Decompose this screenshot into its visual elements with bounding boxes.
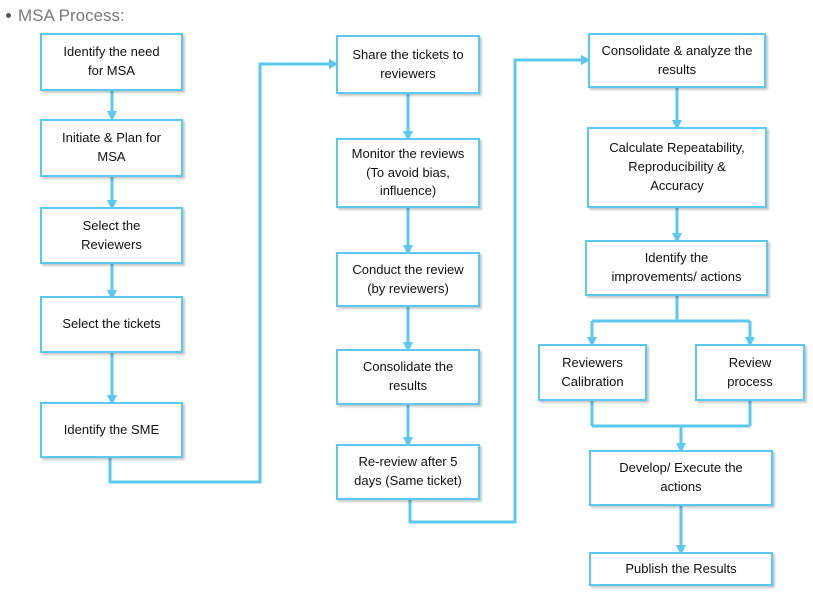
step-label: Identify the SME [63, 421, 160, 437]
step-label: Publish the Results [625, 560, 737, 576]
connector [108, 59, 339, 484]
step-identify-sme: Identify the SME [40, 402, 183, 458]
step-monitor-reviews: Monitor the reviews(To avoid bias,influe… [336, 138, 480, 208]
heading: MSA Process: [3, 6, 125, 26]
step-label: Select the tickets [62, 316, 161, 332]
step-select-tickets: Select the tickets [40, 296, 183, 353]
step-label: Monitor the reviews(To avoid bias,influe… [351, 145, 465, 199]
bullet-icon [6, 12, 11, 18]
step-label: Calculate Repeatability,Reproducibility … [609, 140, 745, 193]
step-conduct-review: Conduct the review(by reviewers) [336, 252, 480, 307]
step-publish-results: Publish the Results [589, 552, 773, 586]
connector [408, 55, 591, 524]
step-label: Conduct the review(by reviewers) [352, 261, 464, 296]
step-calculate-rra: Calculate Repeatability,Reproducibility … [587, 127, 767, 208]
diagram-title: MSA Process: [18, 6, 125, 25]
